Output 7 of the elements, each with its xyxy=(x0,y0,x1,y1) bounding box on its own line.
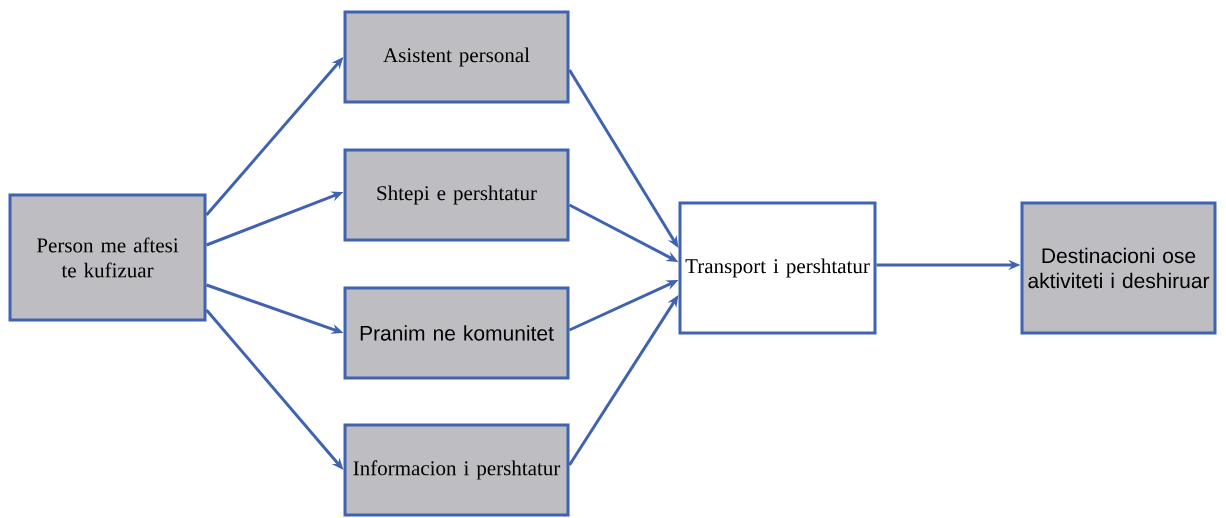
process-box: Destinacioni ose aktiviteti i deshiruar xyxy=(1020,201,1217,335)
process-box: Pranim ne komunitet xyxy=(343,286,570,380)
process-box: Informacion i pershtatur xyxy=(343,423,570,517)
process-box: Transport i pershtatur xyxy=(678,201,877,335)
process-box: Asistent personal xyxy=(343,10,570,104)
process-box: Person me aftesi te kufizuar xyxy=(8,193,207,322)
process-box: Shtepi e pershtatur xyxy=(343,148,570,242)
